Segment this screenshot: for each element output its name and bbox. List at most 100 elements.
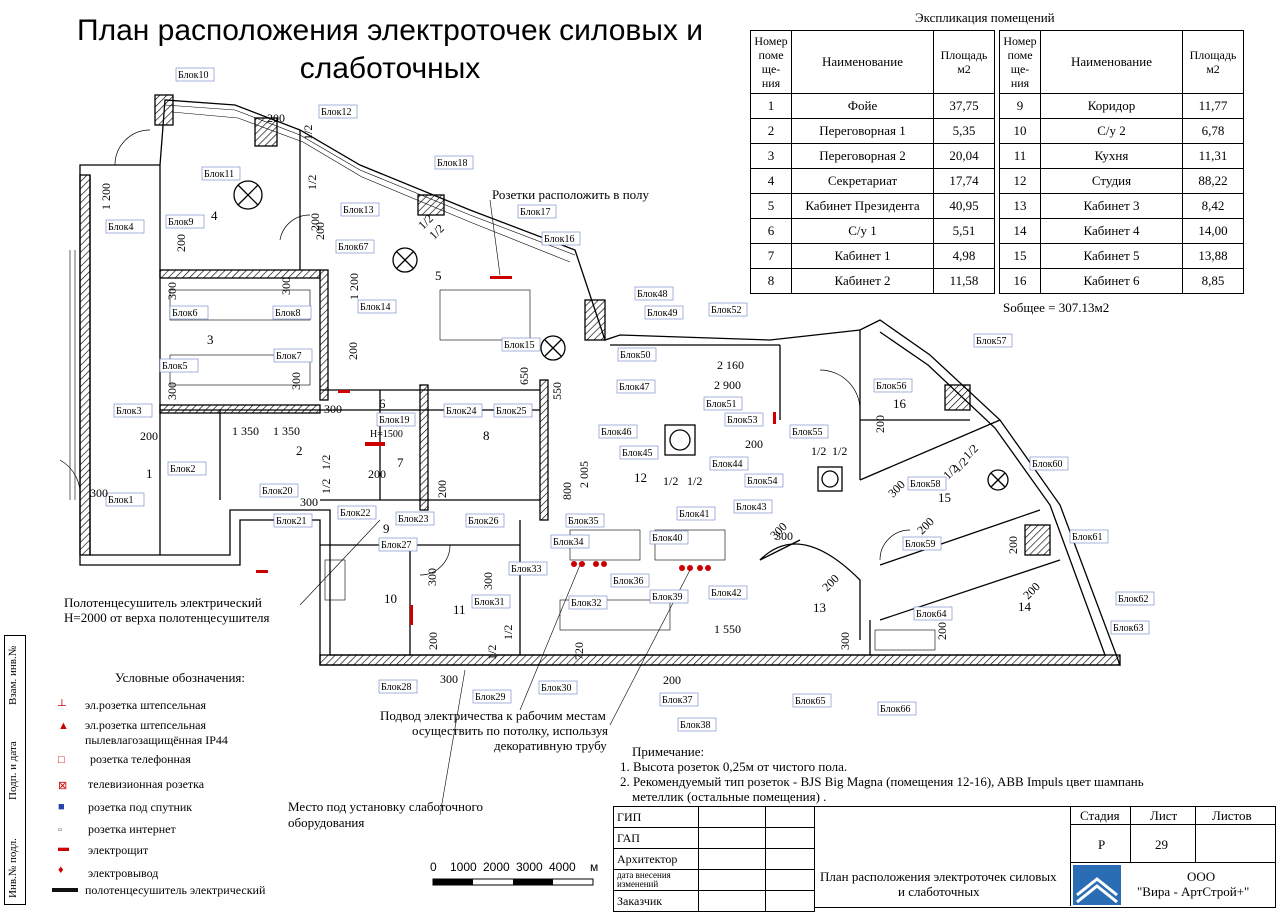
remark-line-1: 1. Высота розеток 0,25м от чистого пола. (620, 759, 848, 774)
stamp-name-1: План расположения электроточек силовых (820, 869, 1057, 884)
blok-label: Блок14 (360, 302, 390, 313)
dimension-label: 300 (885, 477, 908, 500)
stamp-sheet: 29 (1155, 837, 1168, 852)
blok-label-frame (550, 534, 590, 549)
blok-label: Блок3 (116, 406, 141, 417)
blok-label: Блок38 (680, 720, 710, 731)
blok-label: Блок47 (619, 382, 649, 393)
blok-label: Блок20 (262, 486, 292, 497)
scale-3000: 3000 (516, 860, 543, 874)
blok-label: Блок22 (340, 508, 370, 519)
room-number-label: 7 (397, 455, 404, 470)
blok-label-frame (508, 561, 548, 576)
legend-panel: электрощит (88, 843, 149, 857)
blok-label: Блок6 (172, 308, 197, 319)
blok-label: Блок19 (379, 415, 409, 426)
blok-label-frame (659, 692, 699, 707)
dimension-label: 300 (289, 372, 303, 390)
blok-label: Блок43 (736, 502, 766, 513)
blok-label-frame (378, 537, 418, 552)
dimension-label: 200 (140, 429, 158, 443)
room-name: Переговорная 2 (791, 143, 934, 169)
blok-label-frame (376, 412, 416, 427)
dimension-label: 1/2 (485, 645, 499, 660)
blok-label: Блок23 (398, 514, 428, 525)
blok-label-frame (973, 333, 1013, 348)
blok-label: Блок66 (880, 704, 910, 715)
dimension-label: 200 (935, 622, 949, 640)
dimension-label: 200 (819, 571, 842, 594)
blok-label: Блок64 (916, 609, 946, 620)
blok-label-frame (1115, 591, 1155, 606)
blok-label: Блок62 (1118, 594, 1148, 605)
blok-label: Блок17 (520, 207, 550, 218)
outer-wall (79, 99, 1121, 666)
blok-label: Блок29 (475, 692, 505, 703)
blok-label-frame (357, 299, 397, 314)
room-num: 3 (750, 143, 792, 169)
weak-current-note-1: Место под установку слаботочного (288, 799, 483, 814)
stamp-gap: ГАП (613, 827, 699, 849)
room-num: 7 (750, 243, 792, 269)
dimension-label: 300 (481, 572, 495, 590)
blok-label-frame (634, 286, 674, 301)
blok-label-frame (395, 511, 435, 526)
blok-label: Блок31 (474, 597, 504, 608)
room-num: 9 (999, 93, 1041, 119)
blok-label-frame (105, 219, 145, 234)
room-name: Коридор (1040, 93, 1183, 119)
scale-2000: 2000 (483, 860, 510, 874)
blok-label: Блок60 (1032, 459, 1062, 470)
blok-label: Блок9 (168, 217, 193, 228)
blok-label-frame (617, 347, 657, 362)
dimension-label: 2 005 (577, 461, 591, 488)
blok-label: Блок63 (1113, 623, 1143, 634)
room-name: Кабинет 1 (791, 243, 934, 269)
dimension-label: 1/2 (301, 125, 315, 140)
blok-label: Блок41 (679, 509, 709, 520)
wall-hatch (154, 94, 174, 126)
blok-label: Блок54 (747, 476, 777, 487)
total-area: Sобщее = 307.13м2 (1003, 300, 1110, 315)
blok-label: Блок40 (652, 533, 682, 544)
blok-label-frame (568, 595, 608, 610)
blok-label-frame (465, 513, 505, 528)
blok-label-frame (318, 104, 358, 119)
satellite-socket-icon: ■ (58, 801, 65, 813)
blok-label: Блок2 (170, 464, 195, 475)
blok-label-frame (259, 483, 299, 498)
room-number-label: 3 (207, 332, 214, 347)
room-area: 37,75 (933, 93, 995, 119)
room-area: 20,04 (933, 143, 995, 169)
dimension-label: 1/2 (663, 474, 678, 488)
blok-label-frame (616, 379, 656, 394)
room-area: 6,78 (1182, 118, 1244, 144)
scale-bar (432, 878, 594, 886)
room-area: 11,58 (933, 268, 995, 294)
side-strip (4, 635, 26, 905)
room-area: 4,98 (933, 243, 995, 269)
room-name: Студия (1040, 168, 1183, 194)
stamp-architect: Архитектор (613, 848, 699, 870)
room-area: 5,51 (933, 218, 995, 244)
dimension-label: 800 (560, 482, 574, 500)
dimension-label: 1 350 (273, 424, 300, 438)
room-area: 8,85 (1182, 268, 1244, 294)
towel-note: Полотенцесушитель электрический (64, 595, 262, 610)
dimension-label: 1 200 (99, 183, 113, 210)
blok-label: Блок37 (662, 695, 692, 706)
room-num: 8 (750, 268, 792, 294)
weak-current-note-2: оборудования (288, 815, 365, 830)
tv-socket-icon: ⊠ (58, 780, 68, 792)
room-number-label: 8 (483, 428, 490, 443)
room-number-label: 9 (383, 521, 390, 536)
blok-label-frame (744, 473, 784, 488)
blok-label: Блок45 (622, 448, 652, 459)
col-area-left: Площадь м2 (933, 30, 995, 94)
blok-label: Блок67 (338, 242, 368, 253)
blok-label-frame (676, 506, 716, 521)
title-block-right (815, 806, 1276, 908)
